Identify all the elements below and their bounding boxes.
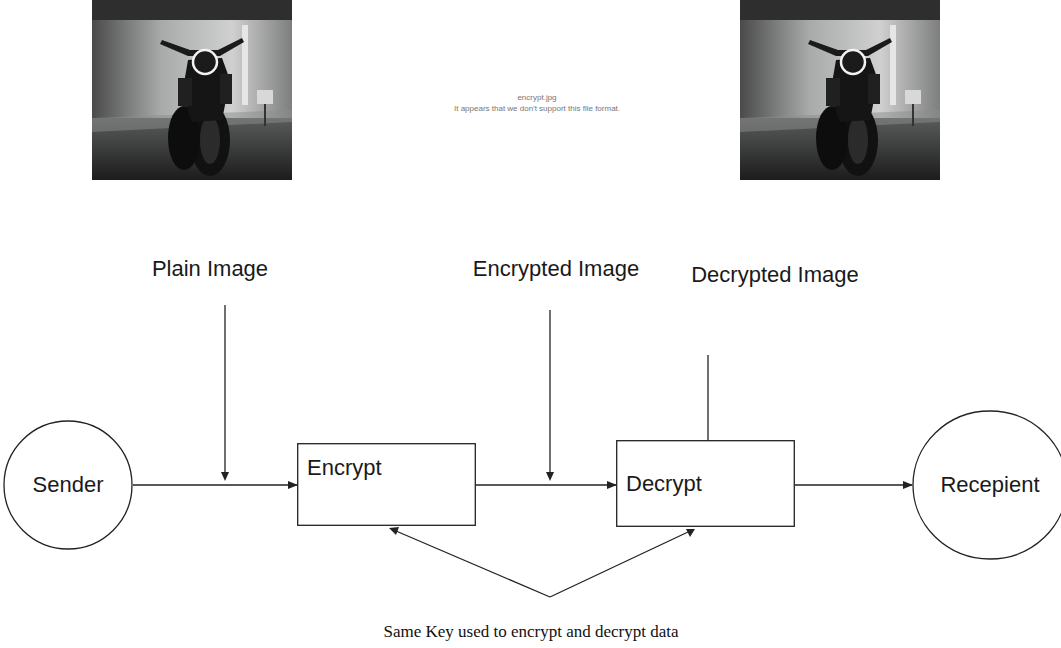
- plain-image-label: Plain Image: [152, 256, 268, 282]
- sender-circle: Sender: [3, 420, 133, 550]
- node-text: Decrypt: [626, 471, 702, 497]
- decrypted-image-label: Decrypted Image: [691, 262, 859, 288]
- node-text: Encrypt: [307, 455, 382, 481]
- plain-photo: [92, 0, 292, 180]
- key-arrows: [389, 527, 695, 597]
- format-note: It appears that we don't support this fi…: [454, 104, 620, 113]
- encrypted-image-label: Encrypted Image: [473, 256, 639, 282]
- flow-arrow: [133, 484, 297, 485]
- key-caption: Same Key used to encrypt and decrypt dat…: [383, 622, 678, 642]
- decrypt-box: Decrypt: [616, 440, 795, 527]
- node-text: Sender: [33, 472, 104, 498]
- recepient-circle: Recepient: [912, 410, 1061, 560]
- decrypted-photo: [740, 0, 940, 180]
- flow-arrow: [476, 484, 616, 485]
- file-name-note: encrypt.jpg: [517, 93, 556, 102]
- flow-arrow: [795, 484, 912, 485]
- node-text: Recepient: [940, 472, 1039, 498]
- encrypt-box: Encrypt: [297, 443, 476, 526]
